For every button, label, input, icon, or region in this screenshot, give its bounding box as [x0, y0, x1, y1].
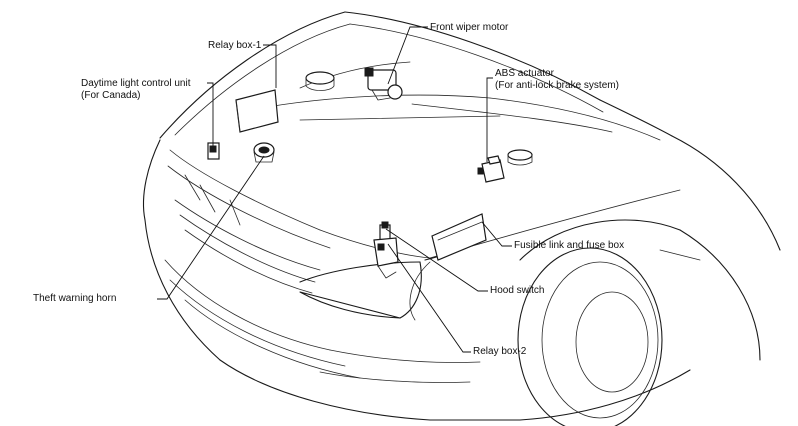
hood-switch-label: Hood switch [490, 285, 545, 296]
relay-box-2-label: Relay box-2 [473, 346, 527, 357]
leader-lines [157, 26, 512, 353]
fuse-box-part [431, 213, 487, 261]
cowl-area [249, 94, 661, 141]
daytime-light-unit-part [207, 142, 220, 160]
hood-switch-part [373, 221, 399, 279]
fusible-link-fuse-box-label: Fusible link and fuse box [514, 240, 625, 251]
engine-bay-caps [305, 71, 533, 166]
abs-actuator-part [477, 155, 505, 183]
relay-box-1-part [235, 89, 279, 133]
theft-horn-part [253, 142, 275, 163]
front-wiper-motor-part [364, 67, 403, 101]
front-wheel [517, 219, 761, 426]
daytime-light-control-unit-label: Daytime light control unit (For Canada) [81, 78, 191, 101]
theft-warning-horn-label: Theft warning horn [33, 293, 117, 304]
relay-box-1-label: Relay box-1 [208, 40, 262, 51]
abs-actuator-label: ABS actuator (For anti-lock brake system… [495, 68, 619, 91]
front-wiper-motor-label: Front wiper motor [430, 22, 509, 33]
car-body [142, 135, 781, 421]
